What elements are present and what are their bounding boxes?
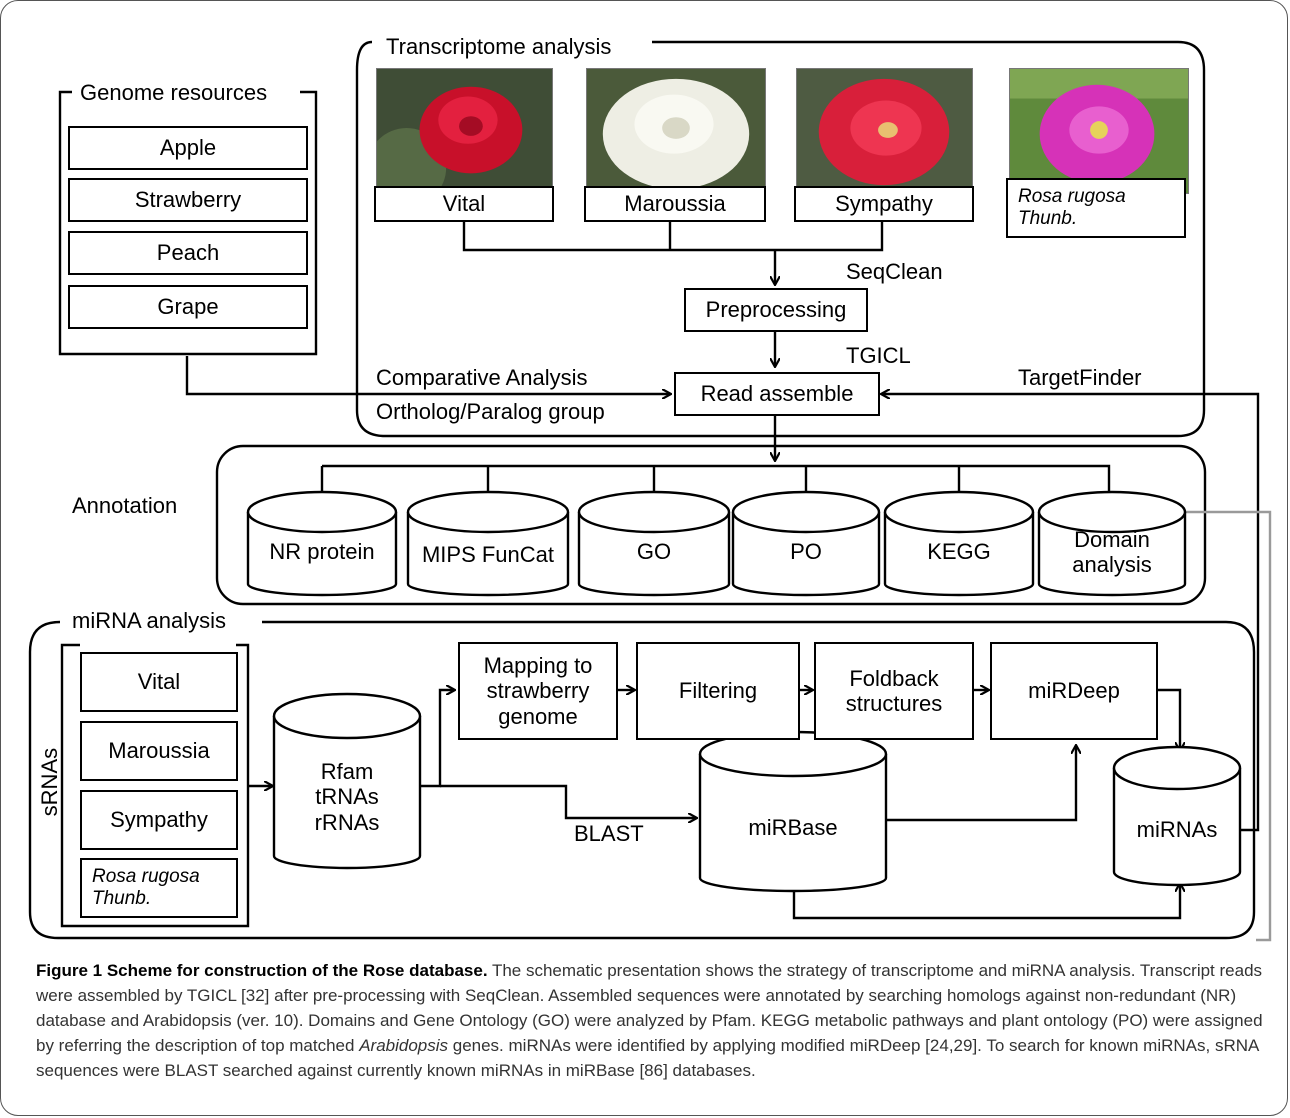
srnas-label: sRNAs <box>36 747 62 817</box>
srna-bracket <box>60 643 250 928</box>
tgicl-label: TGICL <box>846 343 911 368</box>
mirdeep-box: miRDeep <box>990 642 1158 740</box>
cylinder-rfam <box>272 692 422 870</box>
cylinder-go <box>577 490 731 597</box>
cultivar-vital: Vital <box>374 186 554 222</box>
annotation-db: PO <box>790 539 822 565</box>
genome-item: Grape <box>68 285 308 329</box>
transcriptome-title: Transcriptome analysis <box>386 34 612 59</box>
genome-item: Apple <box>68 126 308 170</box>
mirna-title: miRNA analysis <box>72 608 227 633</box>
caption-text: The schematic presentation shows the str… <box>36 961 1263 1055</box>
annotation-db: Domain analysis <box>1072 526 1152 577</box>
caption-italic: Arabidopsis <box>359 1036 449 1055</box>
mapping-box: Mapping to strawberry genome <box>458 642 618 740</box>
transcriptome-frame <box>355 40 1206 438</box>
caption-text-end: genes. miRNAs were identified by applyin… <box>36 1036 1259 1080</box>
srna-rugosa: Rosa rugosa Thunb. <box>80 858 238 918</box>
ortholog-label: Ortholog/Paralog group <box>376 399 605 424</box>
annotation-db: KEGG <box>927 539 991 565</box>
caption-label: Figure 1 Scheme for construction of the … <box>36 961 488 980</box>
cultivar-rugosa: Rosa rugosa Thunb. <box>1006 178 1186 238</box>
cultivar-maroussia: Maroussia <box>584 186 766 222</box>
cylinder-nr <box>246 490 398 597</box>
comparative-label: Comparative Analysis <box>376 365 588 390</box>
seqclean-label: SeqClean <box>846 259 943 284</box>
cylinder-domain <box>1037 490 1187 597</box>
rose-photo-maroussia <box>586 68 766 194</box>
rose-photo-vital <box>376 68 553 194</box>
read-assemble-box: Read assemble <box>674 372 880 416</box>
filtering-box: Filtering <box>636 642 800 740</box>
annotation-db: NR protein <box>269 539 375 565</box>
genome-item: Peach <box>68 231 308 275</box>
mirnas-label: miRNAs <box>1136 817 1218 843</box>
annotation-title: Annotation <box>72 493 178 518</box>
foldback-box: Foldback structures <box>814 642 974 740</box>
rose-photo-rugosa <box>1009 68 1189 194</box>
cylinder-po <box>731 490 881 597</box>
rfam-label: Rfam tRNAs rRNAs <box>314 759 380 835</box>
cultivar-sympathy: Sympathy <box>794 186 974 222</box>
srna-vital: Vital <box>80 652 238 712</box>
srna-maroussia: Maroussia <box>80 721 238 781</box>
cylinder-mips <box>406 490 570 597</box>
cylinder-mirbase <box>698 730 888 893</box>
targetfinder-label: TargetFinder <box>1018 365 1142 390</box>
figure-caption: Figure 1 Scheme for construction of the … <box>36 958 1268 1083</box>
mirna-frame <box>28 620 1256 940</box>
cylinder-kegg <box>883 490 1035 597</box>
genome-item: Strawberry <box>68 178 308 222</box>
annotation-db: GO <box>636 539 672 565</box>
preprocessing-box: Preprocessing <box>684 288 868 332</box>
rose-photo-sympathy <box>796 68 973 194</box>
annotation-frame <box>215 444 1207 606</box>
blast-label: BLAST <box>574 821 644 846</box>
genome-frame <box>58 90 318 356</box>
srna-sympathy: Sympathy <box>80 790 238 850</box>
cylinder-mirnas <box>1112 745 1242 887</box>
annotation-db: MIPS FunCat <box>421 542 555 568</box>
mirbase-label: miRBase <box>748 815 838 841</box>
genome-title: Genome resources <box>80 80 268 105</box>
